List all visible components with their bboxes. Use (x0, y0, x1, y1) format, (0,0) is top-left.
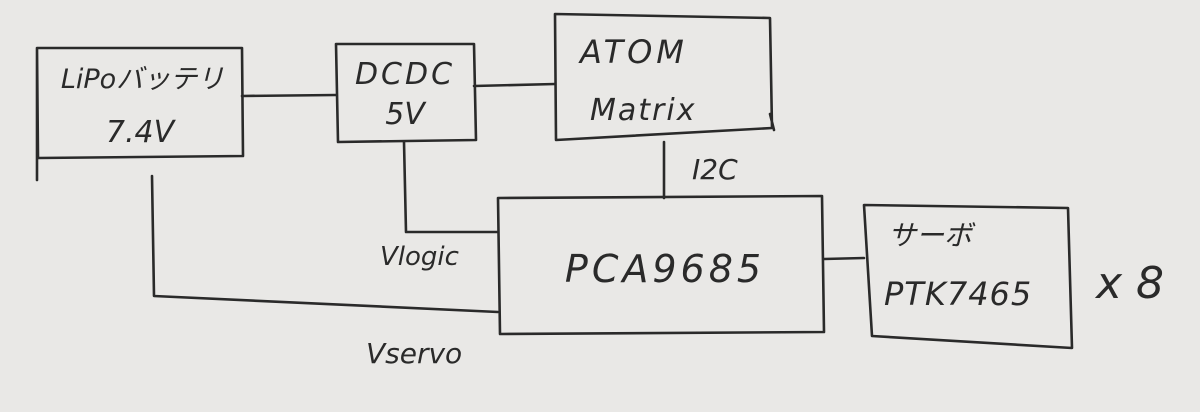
i2c-label: I2C (692, 153, 738, 186)
wire-dcdc-atom (472, 82, 557, 88)
wire-battery-dcdc (240, 93, 338, 98)
battery-label-voltage: 7.4V (105, 115, 175, 150)
dcdc-label-voltage: 5V (385, 97, 425, 132)
atom-label-model: Matrix (590, 93, 697, 128)
wire-vservo (150, 174, 500, 314)
vservo-label: Vservo (366, 337, 463, 370)
pca-label: PCA9685 (564, 247, 766, 291)
wire-pca-servo (822, 256, 866, 261)
pca-box (496, 194, 826, 336)
battery-label-name: LiPoバッテリ (60, 64, 225, 95)
battery-box (35, 46, 245, 182)
wire-vlogic (402, 140, 500, 234)
dcdc-label-name: DCDC (354, 57, 456, 92)
dcdc-box (334, 42, 478, 144)
servo-label-name: サーボ (888, 219, 973, 252)
servo-box (862, 203, 1074, 350)
servo-count-label: x 8 (1096, 258, 1165, 309)
atom-label-name: ATOM (580, 33, 688, 71)
servo-label-model: PTK7465 (884, 275, 1033, 313)
atom-box (553, 12, 776, 142)
vlogic-label: Vlogic (380, 242, 459, 272)
